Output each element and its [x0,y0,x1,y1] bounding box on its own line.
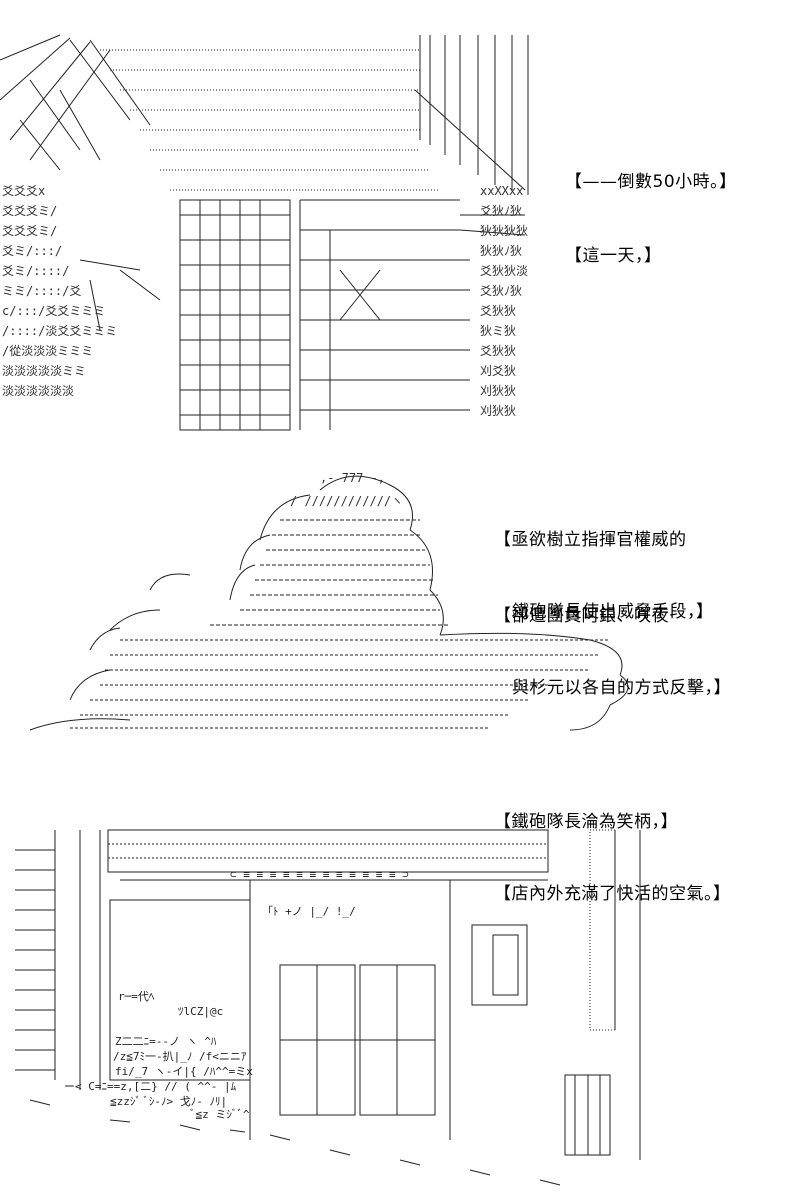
right-hatch-row-2: 狄狄狄狄 [480,224,528,238]
right-hatch-row-1: 爻狄ﾉ狄 [480,204,522,218]
hatch-row-9: 淡淡淡淡淡ミミ [2,364,86,378]
caption-laughingstock-line-2: 【店內外充滿了快活的空氣。】 [494,884,731,904]
right-hatch-row-9: 刈爻狄 [480,364,516,378]
caption-captain-threat: 【亟欲樹立指揮官權威的 鐵砲隊長使出威脅手段，】 [494,480,714,648]
cloud-top-text: ,- 777 -, [320,471,385,485]
hatch-row-1: 爻爻爻ミ/ [2,204,57,218]
cloud-line-text: / ////////////ヽ [290,494,403,508]
right-hatch-row-10: 刈狄狄 [480,384,516,398]
shop-text-3: Z二二ﾆ=--ノ ヽ ^ﾊ [115,1035,217,1048]
right-hatch-row-6: 爻狄狄 [480,304,516,318]
panel-dust-cloud: ,- 777 -, / ////////////ヽ [10,460,690,750]
panel-shop-front: ⊂ ≡ ≡ ≡ ≡ ≡ ≡ ≡ ≡ ≡ ≡ ≡ ≡ ⊃ 「ﾄ +ノ |_/ !_… [0,820,680,1200]
caption-captain-threat-line-1: 【亟欲樹立指揮官權威的 [494,530,687,550]
shop-text-2: ﾂlCZ|@c [178,1005,223,1018]
right-hatch-row-5: 爻狄ﾉ狄 [480,284,522,298]
shop-text-5: fi/_7 ヽ-イ|{ /ﾊ^^=ミx [115,1065,253,1078]
panel-city-scene: 爻爻爻x 爻爻爻ミ/ 爻爻爻ミ/ 爻ミ/:::/ 爻ミ/::::/ ミミ/:::… [0,30,540,440]
right-hatch-row-0: xxXXxx [480,184,523,198]
right-hatch-row-4: 爻狄狄淡 [480,264,528,278]
caption-counterattack-line-1: 【卻遭團員阿銀、咲夜 [494,606,669,626]
hatch-row-6: c/:::/爻爻ミミミ [2,304,105,318]
city-scene-art: 爻爻爻x 爻爻爻ミ/ 爻爻爻ミ/ 爻ミ/:::/ 爻ミ/::::/ ミミ/:::… [0,34,529,431]
hatch-row-2: 爻爻爻ミ/ [2,224,57,238]
hatch-row-0: 爻爻爻x [2,184,45,198]
hatch-row-10: 淡淡淡淡淡淡 [2,384,74,398]
right-hatch-row-11: 刈狄狄 [480,404,516,418]
hatch-row-8: /從淡淡淡ミミミ [2,344,93,358]
caption-countdown: 【——倒數50小時。】 [565,172,737,192]
right-hatch-row-8: 爻狄狄 [480,344,516,358]
hatch-row-4: 爻ミ/::::/ [2,264,69,278]
shop-text-8: ﾞ≦z ミｼﾞﾞ^ [190,1108,250,1121]
caption-this-day: 【這一天，】 [565,246,662,266]
caption-counterattack: 【卻遭團員阿銀、咲夜 與杉元以各自的方式反擊，】 [494,556,731,724]
hatch-row-7: /::::/淡爻爻ミミミ [2,324,117,338]
shop-kanji-text: 「ﾄ +ノ |_/ !_/ [262,905,356,918]
caption-counterattack-line-2: 與杉元以各自的方式反擊，】 [512,678,731,698]
shop-text-4: /z≦7ﾐ一-扒|_ﾉ /f<ニニｱ [113,1049,247,1063]
shop-text-7: ≦zzｼﾞ ﾞｼ-ﾉ> 戈ﾉ- ﾉﾘ| [110,1095,227,1108]
hatch-row-3: 爻ミ/:::/ [2,244,62,258]
right-hatch-row-3: 狄狄ﾉ狄 [480,244,522,258]
shop-front-art: ⊂ ≡ ≡ ≡ ≡ ≡ ≡ ≡ ≡ ≡ ≡ ≡ ≡ ⊃ 「ﾄ +ノ |_/ !_… [15,829,641,1186]
caption-laughingstock-line-1: 【鐵砲隊長淪為笑柄，】 [494,812,678,832]
caption-captain-threat-line-2: 鐵砲隊長使出威脅手段，】 [512,602,714,622]
shop-text-1: r─=代ﾍ [118,990,155,1003]
shop-text-6: ー< C=ﾆ==z,[二} // ( ^^- |ﾑ [64,1080,237,1093]
hatch-row-5: ミミ/::::/爻 [2,284,81,298]
caption-laughingstock: 【鐵砲隊長淪為笑柄，】 【店內外充滿了快活的空氣。】 [494,762,731,930]
dust-cloud-art: ,- 777 -, / ////////////ヽ [29,471,629,731]
right-hatch-row-7: 狄ミ狄 [480,324,516,338]
shop-sign-text: ⊂ ≡ ≡ ≡ ≡ ≡ ≡ ≡ ≡ ≡ ≡ ≡ ≡ ⊃ [230,868,409,881]
